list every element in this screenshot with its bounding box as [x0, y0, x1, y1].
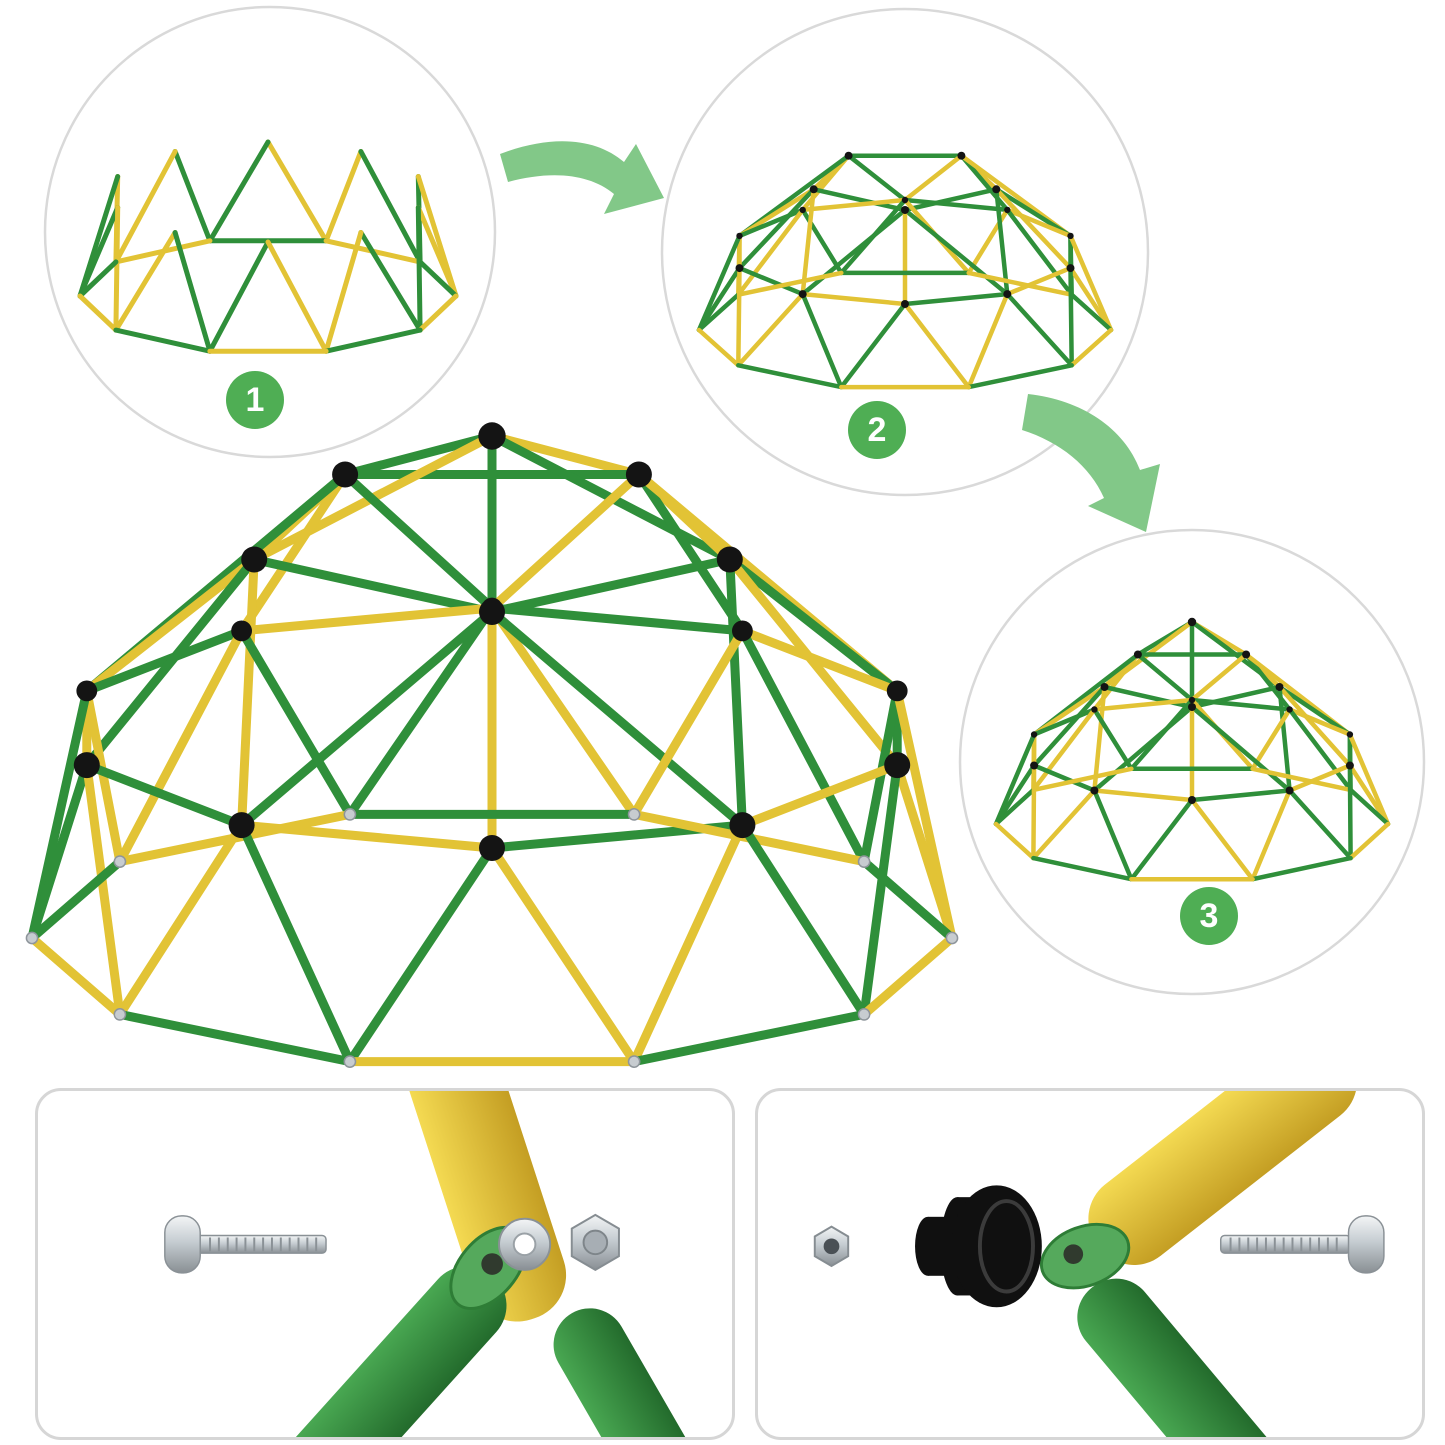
step2-badge: 2 [848, 401, 906, 459]
green-pole [1077, 1278, 1277, 1437]
hardware-panel-right [755, 1088, 1425, 1440]
main-dome-illustration [25, 422, 959, 1068]
step3-badge: 3 [1180, 887, 1238, 945]
step2-partial-dome-illustration [696, 151, 1114, 390]
step3-complete-dome-illustration [993, 617, 1391, 882]
hex-nut-icon [570, 1213, 620, 1272]
green-pole-lower [553, 1308, 718, 1437]
hardware-left-canvas [164, 1091, 718, 1437]
bolt-threads [1229, 1237, 1338, 1252]
bolt-icon [1219, 1215, 1385, 1274]
pole-joint-closeup [276, 1091, 718, 1437]
flattened-strut-end [1039, 1222, 1131, 1290]
hardware-right-canvas [813, 1091, 1385, 1437]
bolt-head [164, 1215, 201, 1274]
hardware-panel-left [35, 1088, 735, 1440]
yellow-pole [1088, 1091, 1358, 1265]
bolt-hole [1063, 1244, 1084, 1264]
step2-number: 2 [867, 410, 887, 449]
step1-number: 1 [245, 380, 265, 419]
step1-badge: 1 [226, 371, 284, 429]
pole-joint-closeup [1039, 1091, 1358, 1437]
step1-base-ring-illustration [77, 139, 459, 354]
step3-number: 3 [1199, 896, 1219, 935]
bolt-icon [164, 1215, 327, 1274]
washer-icon [498, 1217, 552, 1271]
bolt-hole [481, 1253, 503, 1275]
connector-cap-icon [915, 1185, 1042, 1308]
arrow-step2-to-step3-icon [1022, 394, 1160, 532]
arrow-step1-to-step2-icon [500, 141, 664, 214]
bolt-head [1347, 1215, 1385, 1274]
green-pole [276, 1266, 507, 1437]
bolt-threads [209, 1237, 318, 1252]
step1-circle [43, 5, 497, 459]
hex-nut-icon [813, 1225, 850, 1268]
